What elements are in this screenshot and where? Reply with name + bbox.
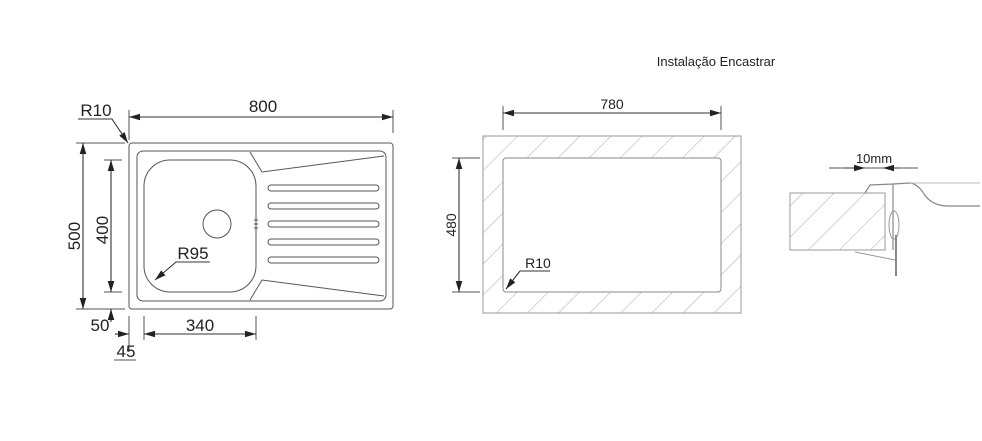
cutout-width-780-label: 780 xyxy=(600,96,624,112)
section-view: 10mm xyxy=(789,151,980,276)
cutout-radius-label: R10 xyxy=(525,255,551,271)
bowl-width-340-label: 340 xyxy=(186,316,214,335)
offset-45-label: 45 xyxy=(117,342,136,361)
sink-plan-view: 800 R10 500 400 R95 50 340 45 xyxy=(65,97,394,361)
drainboard-bottom-edge xyxy=(249,279,385,301)
bowl-radius-label: R95 xyxy=(177,244,208,263)
sink-bowl xyxy=(143,159,257,293)
cutout-view: 780 480 R10 xyxy=(443,96,742,314)
sink-inner-rim xyxy=(136,150,387,302)
height-500-label: 500 xyxy=(65,222,84,250)
corner-radius-label: R10 xyxy=(80,101,111,120)
bowl-height-400-label: 400 xyxy=(93,216,112,244)
cutout-opening xyxy=(502,157,722,293)
sink-rim-section xyxy=(864,182,980,250)
cutout-height-480-label: 480 xyxy=(443,213,459,237)
drawing-title: Instalação Encastrar xyxy=(657,54,776,69)
clamp-icon xyxy=(888,210,900,240)
sink-outline xyxy=(128,142,394,310)
countertop-section xyxy=(789,192,886,251)
overlap-10mm-label: 10mm xyxy=(856,151,892,166)
drainboard-top-edge xyxy=(249,151,385,173)
drain-hole xyxy=(202,209,232,239)
offset-50-label: 50 xyxy=(91,316,110,335)
width-800-label: 800 xyxy=(249,97,277,116)
drainboard-ribs xyxy=(267,184,380,264)
